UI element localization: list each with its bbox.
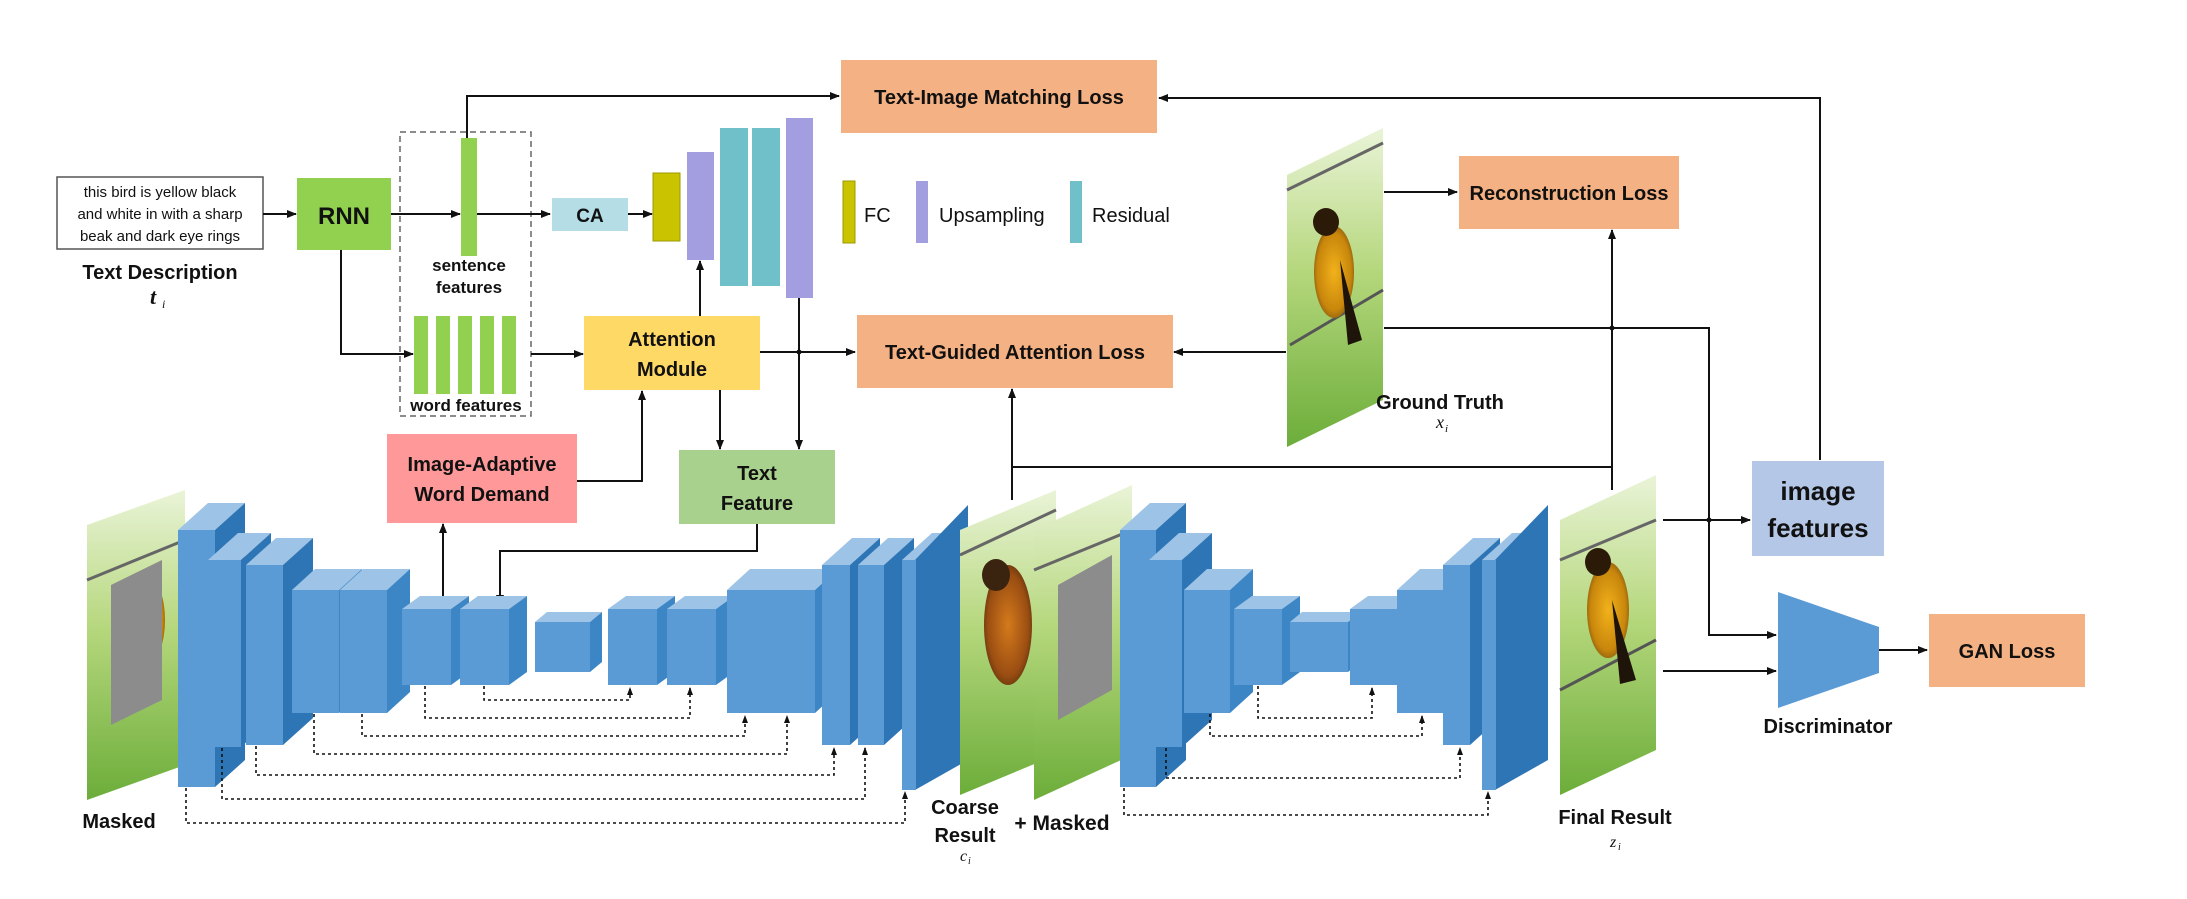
refinement-network [1120, 503, 1548, 790]
attention-module-line-1: Attention [628, 329, 716, 351]
coarse-result-symbol: c [960, 848, 967, 865]
text-feature: Text Feature [679, 450, 835, 524]
ground-truth-label: Ground Truth [1376, 392, 1504, 414]
legend-upsampling-swatch [916, 181, 928, 243]
residual-bar-2 [752, 128, 780, 286]
text-guided-attention-loss: Text-Guided Attention Loss [857, 315, 1173, 388]
legend-fc-swatch [842, 180, 856, 244]
coarse-result-subscript: i [968, 856, 971, 867]
text-description-label: Text Description [82, 262, 237, 284]
discriminator-label: Discriminator [1764, 716, 1893, 738]
legend-fc-label: FC [864, 205, 891, 227]
image-adaptive-line-1: Image-Adaptive [408, 454, 557, 476]
final-result-label: Final Result [1558, 807, 1672, 829]
ground-truth-symbol: x [1435, 412, 1444, 432]
ca-label: CA [576, 206, 604, 227]
legend: FC Upsampling Residual [842, 180, 1170, 244]
text-feature-line-1: Text [737, 463, 777, 485]
ground-truth-subscript: i [1445, 423, 1448, 435]
final-result-subscript: i [1618, 842, 1621, 853]
attention-module: Attention Module [584, 316, 760, 390]
image-features-line-2: features [1767, 513, 1868, 543]
ca-block: CA [552, 198, 628, 231]
ground-truth-image [1286, 128, 1384, 447]
text-description-line-3: beak and dark eye rings [80, 228, 240, 245]
mid-mask-patch [1058, 555, 1112, 720]
text-description-line-1: this bird is yellow black [84, 184, 237, 201]
attention-module-line-2: Module [637, 359, 707, 381]
image-features-line-1: image [1780, 476, 1855, 506]
legend-residual-label: Residual [1092, 205, 1170, 227]
image-adaptive-word-demand: Image-Adaptive Word Demand [387, 434, 577, 523]
rnn-block: RNN [297, 178, 391, 250]
gan-loss: GAN Loss [1929, 614, 2085, 687]
reconstruction-loss-label: Reconstruction Loss [1470, 183, 1669, 205]
reconstruction-loss: Reconstruction Loss [1459, 156, 1679, 229]
text-description-line-2: and white in with a sharp [77, 206, 242, 223]
word-features-label: word features [409, 396, 521, 415]
features-dashed-box [399, 131, 532, 417]
legend-residual-swatch [1070, 181, 1082, 243]
text-description-subscript: i [162, 297, 165, 311]
final-result-image [1559, 475, 1657, 795]
mask-patch [111, 560, 162, 725]
text-description-symbol: t [150, 284, 157, 309]
upsampling-bar-2 [786, 118, 813, 298]
text-description: this bird is yellow black and white in w… [56, 176, 264, 311]
upsampling-bar-1 [687, 152, 714, 260]
sentence-feature-bar [461, 138, 477, 256]
discriminator: Discriminator [1764, 592, 1893, 738]
coarse-result-line-2: Result [934, 825, 995, 847]
final-result-symbol: z [1609, 834, 1617, 851]
text-description-box [56, 176, 264, 250]
generator-stack [652, 118, 813, 298]
masked-input-image [86, 490, 186, 800]
gan-loss-label: GAN Loss [1959, 641, 2056, 663]
text-feature-line-2: Feature [721, 493, 793, 515]
sentence-features-line-2: features [436, 278, 502, 297]
masked-mid-image [1033, 485, 1133, 800]
text-guided-attention-loss-label: Text-Guided Attention Loss [885, 342, 1145, 364]
legend-upsampling-label: Upsampling [939, 205, 1045, 227]
masked-left-label: Masked [82, 811, 155, 833]
coarse-result-line-1: Coarse [931, 797, 999, 819]
coarse-network [178, 503, 968, 790]
text-image-matching-loss: Text-Image Matching Loss [841, 60, 1157, 133]
image-adaptive-line-2: Word Demand [414, 484, 549, 506]
word-feature-bars [414, 316, 516, 394]
text-image-matching-loss-label: Text-Image Matching Loss [874, 87, 1124, 109]
refinement-skip-connections [1123, 686, 1491, 816]
rnn-label: RNN [318, 203, 370, 230]
masked-mid-label: + Masked [1014, 812, 1109, 835]
coarse-result-image [959, 490, 1057, 795]
sentence-features-line-1: sentence [432, 256, 506, 275]
residual-bar-1 [720, 128, 748, 286]
fc-bar [652, 172, 681, 242]
coarse-skip-connections [185, 686, 908, 824]
image-features: image features [1752, 461, 1884, 556]
